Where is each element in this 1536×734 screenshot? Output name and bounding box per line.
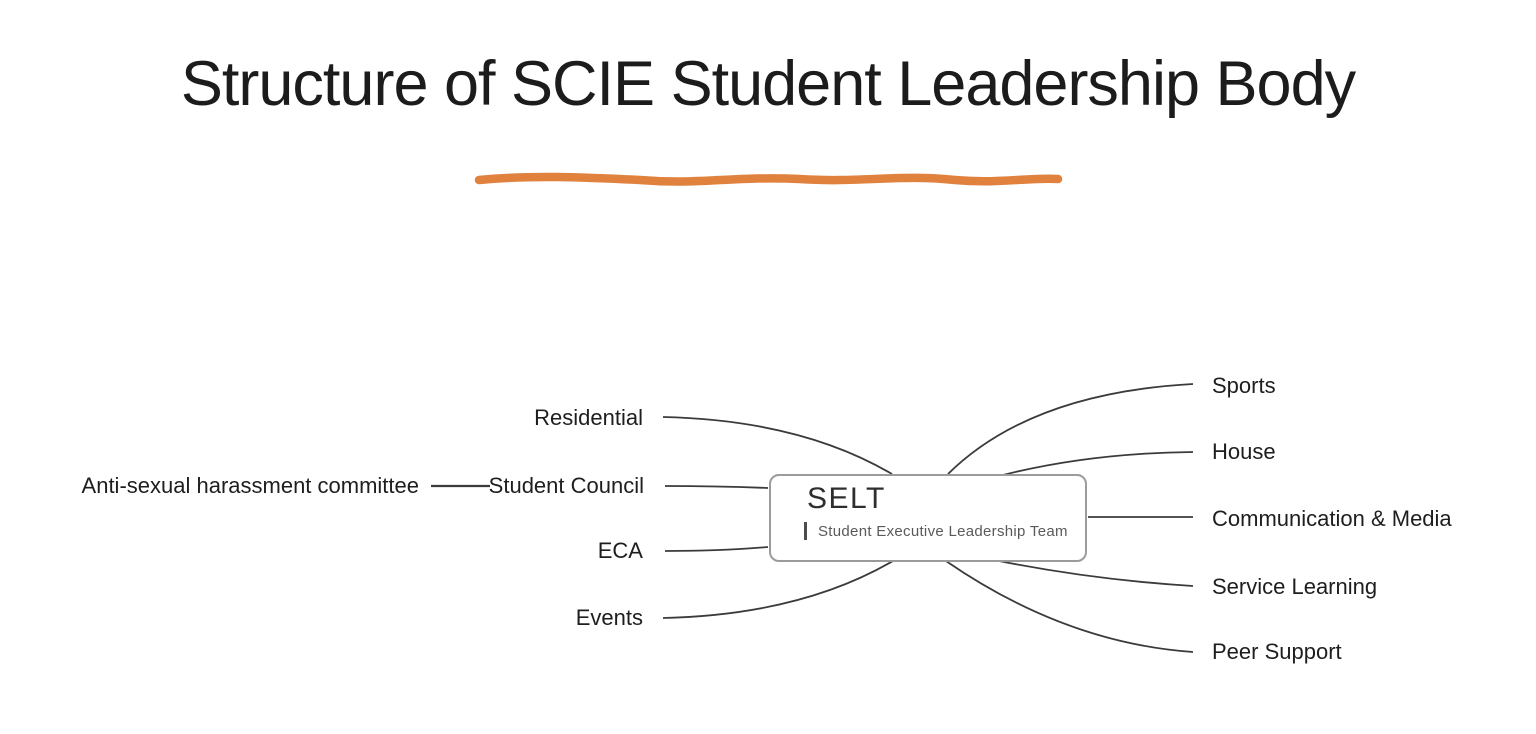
branch-label-eca: ECA — [597, 538, 643, 563]
connector-events — [662, 560, 894, 619]
connector-eca — [664, 546, 769, 552]
branch-label-sports: Sports — [1212, 373, 1276, 398]
branch-label-peer-support: Peer Support — [1212, 639, 1342, 664]
connector-house — [1002, 451, 1194, 476]
subtitle-bar-icon — [804, 522, 807, 540]
branch-label-anti-sexual-harassment-committee: Anti-sexual harassment committee — [81, 473, 419, 498]
branch-label-house: House — [1212, 439, 1276, 464]
branch-label-events: Events — [575, 605, 643, 630]
branch-label-residential: Residential — [534, 405, 643, 430]
selt-node-title: SELT — [807, 482, 886, 515]
branch-label-communication-media: Communication & Media — [1212, 506, 1452, 531]
connector-student-council — [664, 485, 769, 489]
connector-peer-support — [945, 560, 1194, 653]
branch-label-student-council: Student Council — [488, 473, 644, 498]
slide-title: Structure of SCIE Student Leadership Bod… — [180, 49, 1356, 119]
branch-label-service-learning: Service Learning — [1212, 574, 1378, 599]
connector-service-learning — [998, 560, 1194, 587]
connector-residential — [662, 416, 893, 475]
selt-node: SELT Student Executive Leadership Team — [769, 474, 1087, 562]
selt-node-subtitle: Student Executive Leadership Team — [818, 522, 1068, 540]
connector-sports — [947, 383, 1194, 475]
selt-node-subtitle-row: Student Executive Leadership Team — [804, 522, 1068, 540]
